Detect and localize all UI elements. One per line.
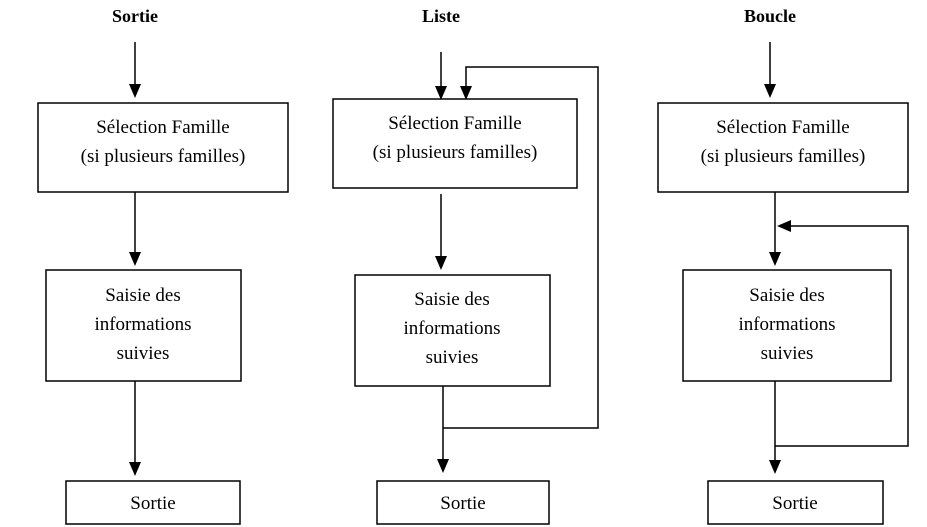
box-label: suivies	[761, 343, 814, 364]
arrowhead	[435, 256, 447, 270]
box-label: (si plusieurs familles)	[701, 146, 866, 167]
box-label: suivies	[426, 347, 479, 368]
box-label: Sélection Famille	[716, 117, 850, 138]
column-title-boucle: Boucle	[744, 6, 796, 26]
arrowhead	[460, 86, 472, 100]
saisie-informations-box	[354, 274, 551, 387]
sortie-box	[376, 480, 550, 525]
box-label: (si plusieurs familles)	[373, 142, 538, 163]
arrowhead	[764, 84, 776, 98]
column-title-sortie: Sortie	[112, 6, 158, 26]
sortie-box	[707, 480, 884, 525]
arrowhead	[129, 252, 141, 266]
box-label: informations	[738, 314, 835, 335]
arrowhead	[769, 252, 781, 266]
flow-sortie: Sélection Famille (si plusieurs familles…	[37, 42, 289, 525]
selection-famille-box	[657, 102, 909, 193]
box-label: informations	[94, 314, 191, 335]
box-label: Sortie	[772, 493, 817, 514]
sortie-box	[65, 480, 241, 525]
arrowhead	[129, 462, 141, 476]
arrowhead	[129, 84, 141, 98]
flow-liste: Sélection Famille (si plusieurs familles…	[332, 52, 599, 525]
box-label: Sélection Famille	[96, 117, 230, 138]
box-label: informations	[403, 318, 500, 339]
flow-boucle: Sélection Famille (si plusieurs familles…	[657, 42, 909, 525]
box-label: Sélection Famille	[388, 113, 522, 134]
box-label: Saisie des	[414, 289, 489, 310]
box-label: suivies	[117, 343, 170, 364]
saisie-informations-box	[682, 269, 892, 382]
arrowhead	[769, 460, 781, 474]
box-label: Saisie des	[749, 285, 824, 306]
loop-back-line	[775, 225, 909, 447]
saisie-informations-box	[45, 269, 242, 382]
loop-back-line	[443, 66, 599, 429]
column-title-liste: Liste	[422, 6, 460, 26]
selection-famille-box	[332, 98, 578, 189]
arrowhead	[435, 86, 447, 100]
selection-famille-box	[37, 102, 289, 193]
box-label: Saisie des	[105, 285, 180, 306]
arrowhead	[777, 220, 791, 232]
arrowhead	[437, 459, 449, 473]
box-label: Sortie	[440, 493, 485, 514]
box-label: Sortie	[130, 493, 175, 514]
box-label: (si plusieurs familles)	[81, 146, 246, 167]
